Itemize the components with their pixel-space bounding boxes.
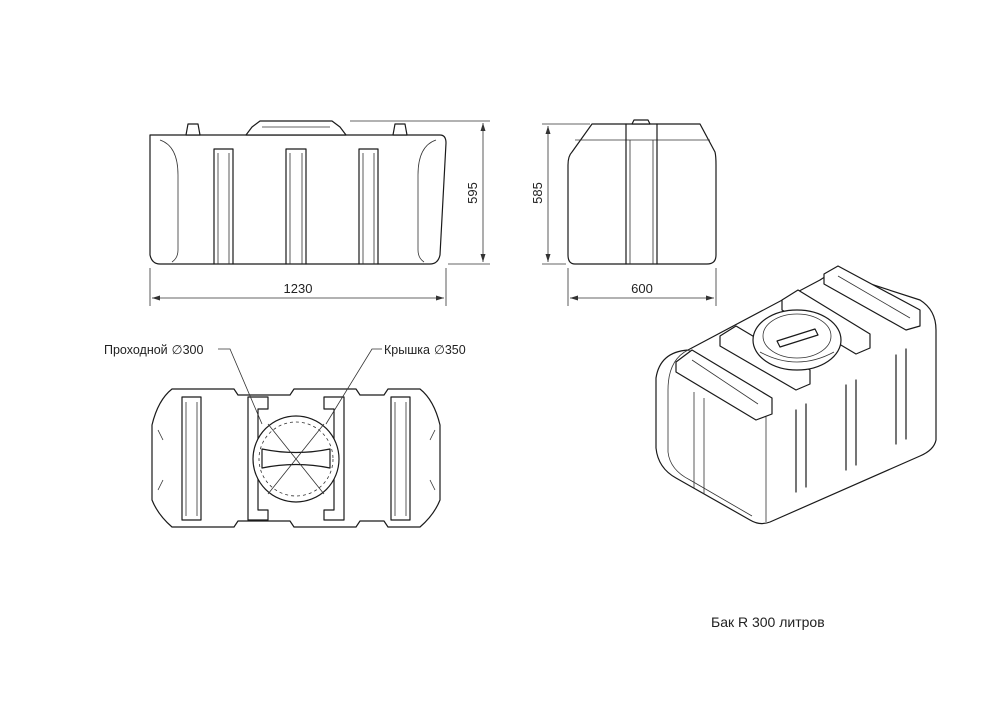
isometric-view [655, 265, 937, 525]
front-height-label: 595 [465, 182, 480, 204]
drawing-caption: Бак R 300 литров [711, 614, 825, 630]
hatch-leader [218, 348, 263, 425]
top-view-outline [151, 388, 441, 528]
front-view-body [149, 134, 447, 265]
side-width-label: 600 [631, 281, 653, 296]
lid-label: Крышка∅350 [384, 343, 466, 357]
top-view: Проходной∅300 Крышка∅350 [104, 343, 466, 528]
isometric-lid [752, 309, 842, 371]
front-view: 1230 595 [149, 120, 490, 306]
side-view-body [567, 123, 717, 265]
hatch-circle [258, 421, 334, 497]
side-view: 600 585 [530, 119, 717, 306]
hatch-label: Проходной∅300 [104, 343, 203, 357]
front-view-lid [245, 120, 347, 136]
front-width-label: 1230 [284, 281, 313, 296]
side-height-label: 585 [530, 182, 545, 204]
lid-leader [325, 348, 382, 425]
